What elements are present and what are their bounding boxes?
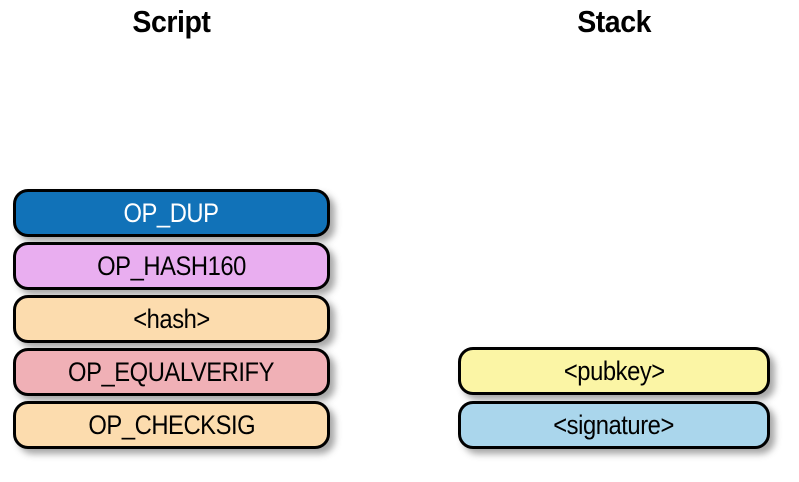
script-block-hash-value: <hash> [13, 295, 330, 343]
stack-block-signature: <signature> [458, 401, 770, 449]
script-block-op-equalverify: OP_EQUALVERIFY [13, 348, 330, 396]
stack-block-pubkey: <pubkey> [458, 347, 770, 395]
stack-block-pubkey-label: <pubkey> [563, 355, 665, 386]
stack-column-title: Stack [458, 4, 770, 40]
script-block-op-checksig: OP_CHECKSIG [13, 401, 330, 449]
stack-block-column: <pubkey> <signature> [458, 347, 770, 449]
script-block-hash-value-label: <hash> [133, 303, 210, 334]
script-block-op-hash160-label: OP_HASH160 [97, 250, 246, 281]
script-block-op-dup-label: OP_DUP [123, 197, 220, 228]
script-title-text: Script [132, 4, 211, 39]
script-block-op-equalverify-label: OP_EQUALVERIFY [68, 356, 275, 387]
script-block-op-dup: OP_DUP [13, 189, 330, 237]
script-block-column: OP_DUP OP_HASH160 <hash> OP_EQUALVERIFY … [13, 189, 330, 449]
stack-title-text: Stack [577, 4, 651, 39]
script-block-op-checksig-label: OP_CHECKSIG [88, 409, 255, 440]
script-block-op-hash160: OP_HASH160 [13, 242, 330, 290]
stack-block-signature-label: <signature> [553, 409, 675, 440]
script-column-title: Script [13, 4, 330, 40]
